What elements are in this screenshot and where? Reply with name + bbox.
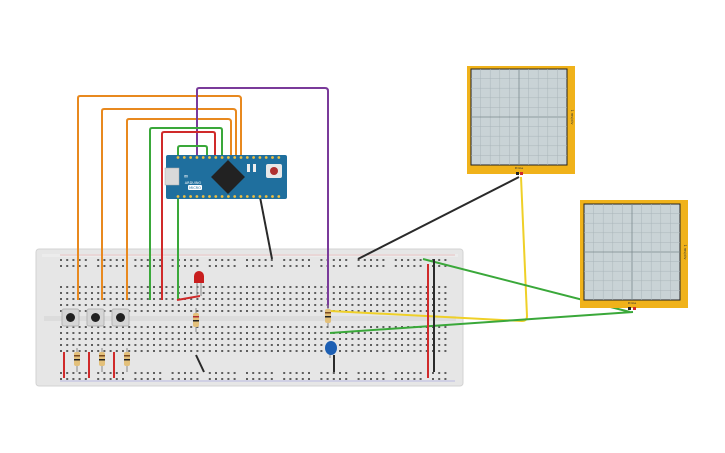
arduino-brand-label: ARDUINO bbox=[185, 181, 202, 185]
capacitor-blue[interactable] bbox=[325, 341, 337, 358]
scope-1-grid bbox=[471, 69, 567, 165]
wire-orange-1[interactable] bbox=[77, 95, 242, 300]
wire-green-4[interactable] bbox=[329, 311, 634, 334]
microcontroller-chip bbox=[211, 160, 245, 194]
resistor-1[interactable] bbox=[74, 348, 80, 372]
wire-orange-2[interactable] bbox=[101, 108, 237, 300]
scope-1-side-label: 1 ms/div bbox=[570, 109, 574, 124]
wire-orange-3[interactable] bbox=[126, 118, 232, 300]
wires bbox=[63, 87, 634, 378]
arduino-model-label: MICRO bbox=[189, 186, 201, 190]
arduino-logo-icon: ∞ bbox=[184, 173, 189, 180]
resistor-4[interactable] bbox=[193, 308, 199, 332]
wire-red-1[interactable] bbox=[161, 131, 216, 300]
scope-2-side-label: 1 ms/div bbox=[683, 244, 687, 259]
resistors bbox=[74, 305, 331, 372]
wire-black-2[interactable] bbox=[357, 176, 520, 260]
resistor-2[interactable] bbox=[99, 348, 105, 372]
resistor-3[interactable] bbox=[124, 348, 130, 372]
arduino-pins bbox=[176, 156, 281, 198]
scope-1-probe-positive[interactable] bbox=[520, 172, 523, 175]
wire-green-2[interactable] bbox=[177, 145, 208, 300]
scope-1-probe-negative[interactable] bbox=[516, 172, 519, 175]
wire-purple[interactable] bbox=[196, 87, 329, 308]
resistor-5[interactable] bbox=[325, 305, 331, 328]
pushbutton-2[interactable] bbox=[86, 308, 105, 327]
wire-red-2[interactable] bbox=[176, 295, 201, 301]
wire-black-3[interactable] bbox=[195, 354, 205, 373]
scope-2-grid bbox=[584, 204, 680, 300]
pushbutton-3[interactable] bbox=[111, 308, 130, 327]
usb-connector bbox=[164, 167, 180, 186]
oscilloscope-1[interactable]: 1 ms/div Probe bbox=[467, 66, 575, 175]
scope-2-probe-label: Probe bbox=[628, 301, 637, 305]
scope-2-probe-negative[interactable] bbox=[628, 307, 631, 310]
wire-green-1[interactable] bbox=[149, 127, 223, 300]
pushbutton-1[interactable] bbox=[61, 308, 80, 327]
scope-1-probe-label: Probe bbox=[515, 166, 524, 170]
led-red[interactable] bbox=[194, 271, 204, 296]
wire-black-1[interactable] bbox=[259, 196, 273, 260]
scope-2-probe-positive[interactable] bbox=[633, 307, 636, 310]
oscilloscope-2[interactable]: 1 ms/div Probe bbox=[580, 200, 688, 310]
arduino-micro[interactable]: ∞ ARDUINO MICRO bbox=[164, 155, 287, 199]
pushbuttons bbox=[61, 308, 130, 327]
